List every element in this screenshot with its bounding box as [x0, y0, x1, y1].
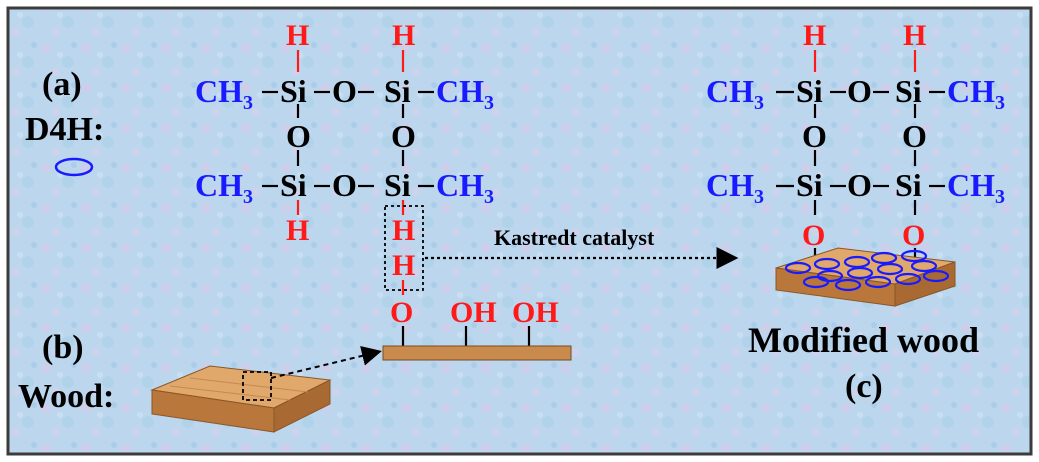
ch3-top-right: CH3 [436, 73, 494, 114]
o-c-anchor-right: O [902, 219, 925, 252]
catalyst-label: Kastredt catalyst [494, 225, 655, 250]
o-c-anchor-left: O [802, 219, 825, 252]
h-top-right: H [392, 19, 415, 52]
ch3-c-top-right: CH3 [947, 73, 1005, 114]
ch3-c-bottom-right: CH3 [947, 167, 1005, 208]
panel-a-tag: (a) [42, 66, 82, 103]
ch3-c-top-left: CH3 [706, 73, 764, 114]
o-left-vertical: O [286, 118, 311, 154]
panel-c-tag: (c) [845, 368, 883, 405]
blue-ellipse-icon [54, 157, 94, 177]
h-bottom-right: H [392, 214, 415, 247]
o-c-right-vertical: O [902, 118, 927, 154]
panel-b-tag: (b) [42, 329, 84, 366]
o-right-vertical: O [391, 118, 416, 154]
h-c-top-left: H [803, 19, 826, 52]
ch3-bottom-left: CH3 [195, 167, 253, 208]
h-top-left: H [286, 19, 309, 52]
h-c-top-right: H [903, 19, 926, 52]
o-c-left-vertical: O [802, 118, 827, 154]
wood-surface-plank [382, 345, 572, 361]
si-c-bottom-right: Si [895, 167, 922, 203]
h-bottom-left: H [286, 214, 309, 247]
si-top-left: Si [280, 73, 307, 109]
o-bottom-middle: O [332, 167, 357, 203]
wood-zoom-box [242, 371, 272, 401]
si-bottom-right: Si [384, 167, 411, 203]
h-reacting-surface: H [392, 249, 415, 282]
o-c-top-middle: O [847, 73, 872, 109]
panel-c-name: Modified wood [748, 320, 979, 360]
si-c-top-right: Si [895, 73, 922, 109]
wood-block [150, 365, 332, 433]
ch3-bottom-right: CH3 [436, 167, 494, 208]
o-top-middle: O [332, 73, 357, 109]
panel-a-name: D4H: [25, 111, 104, 148]
o-wood-bridge: O [390, 296, 413, 329]
zoom-arrow [270, 346, 382, 379]
oh-group-1: OH [450, 296, 497, 329]
modified-wood-block [775, 247, 956, 307]
o-c-bottom-middle: O [847, 167, 872, 203]
panel-b-name: Wood: [18, 378, 114, 415]
si-c-bottom-left: Si [796, 167, 823, 203]
oh-group-2: OH [512, 296, 559, 329]
si-c-top-left: Si [796, 73, 823, 109]
si-bottom-left: Si [280, 167, 307, 203]
si-top-right: Si [384, 73, 411, 109]
ch3-c-bottom-left: CH3 [706, 167, 764, 208]
ch3-top-left: CH3 [195, 73, 253, 114]
